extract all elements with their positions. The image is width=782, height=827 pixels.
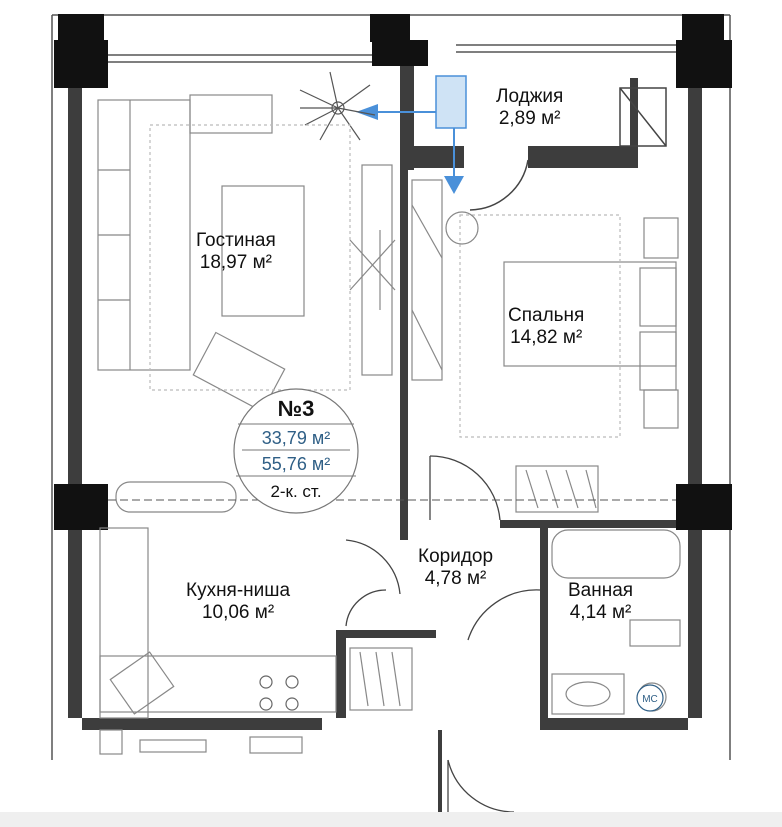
room-count: 2-к. ст. xyxy=(270,482,322,501)
room-label-living: Гостиная 18,97 м² xyxy=(196,230,276,274)
total-area: 55,76 м² xyxy=(261,454,331,474)
room-label-kitchen: Кухня-ниша 10,06 м² xyxy=(186,580,290,624)
living-area: 33,79 м² xyxy=(261,428,331,448)
room-name: Ванная xyxy=(568,580,634,601)
room-name: Спальня xyxy=(508,305,585,326)
room-label-bedroom: Спальня 14,82 м² xyxy=(508,305,584,349)
columns xyxy=(54,14,732,530)
loggia-details xyxy=(469,87,667,211)
heater xyxy=(356,75,467,194)
unit-number: №3 xyxy=(277,396,315,421)
room-area: 18,97 м² xyxy=(199,252,272,273)
room-area: 14,82 м² xyxy=(510,327,583,348)
room-label-corridor: Коридор 4,78 м² xyxy=(418,546,493,590)
unit-badge-circle xyxy=(233,388,359,514)
bedroom-furniture xyxy=(411,179,679,513)
room-name: Гостиная xyxy=(196,230,276,251)
room-name: Коридор xyxy=(418,546,494,567)
room-name: Кухня-ниша xyxy=(186,580,291,601)
living-furniture xyxy=(97,94,396,413)
room-area: 10,06 м² xyxy=(201,602,275,623)
room-label-loggia: Лоджия 2,89 м² xyxy=(496,86,563,130)
kitchen-furniture xyxy=(99,481,337,755)
walls xyxy=(68,60,702,730)
room-area: 2,89 м² xyxy=(498,108,561,129)
doors xyxy=(345,455,541,813)
washing-machine xyxy=(636,684,664,712)
room-name: Лоджия xyxy=(496,86,564,107)
window-top xyxy=(108,44,680,63)
footer-bar xyxy=(0,812,782,827)
unit-badge: №3 33,79 м² 55,76 м² 2-к. ст. xyxy=(232,392,360,510)
plant xyxy=(299,71,376,141)
washing-machine-label: МС xyxy=(642,694,658,705)
bathroom-furniture xyxy=(349,529,681,715)
room-area: 4,78 м² xyxy=(424,568,487,589)
room-area: 4,14 м² xyxy=(569,602,632,623)
room-label-bathroom: Ванная 4,14 м² xyxy=(568,580,633,624)
